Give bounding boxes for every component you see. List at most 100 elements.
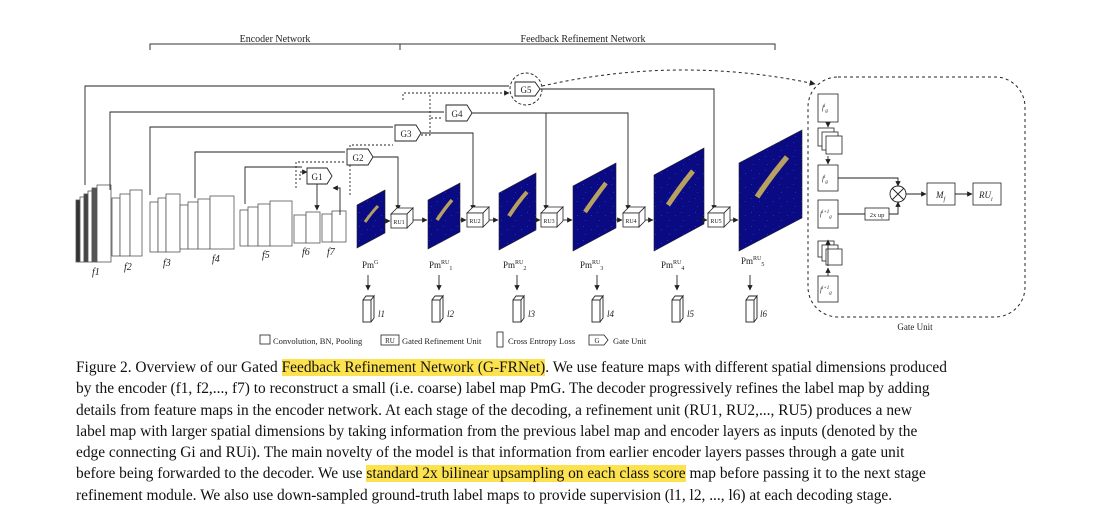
loss-l3 xyxy=(512,275,525,323)
pm-label-ru4: PmRU4 xyxy=(661,260,684,272)
encoder-network-title: Encoder Network xyxy=(240,34,311,45)
prediction-map-ru2 xyxy=(498,172,537,251)
rui-label: RUi xyxy=(978,190,993,203)
caption-text: Figure 2. Overview of our Gated xyxy=(76,359,282,376)
figure-legend: Convolution, BN, Pooling RU Gated Refine… xyxy=(259,331,647,348)
mf-box xyxy=(926,182,956,206)
rui-box xyxy=(972,182,1002,206)
upsample-label: 2x up xyxy=(870,212,885,219)
gate-g3: G3 xyxy=(394,124,476,211)
encoder-feature-labels: f1 f2 f3 f4 f5 f6 f7 xyxy=(92,247,336,278)
figure-caption: Figure 2. Overview of our Gated Feedback… xyxy=(76,357,1026,506)
loss-label-l6: l6 xyxy=(760,309,768,319)
legend-ru-box: RU xyxy=(385,337,395,345)
feature-label-f2: f2 xyxy=(124,262,132,273)
element-wise-product-icon xyxy=(889,185,907,203)
legend-ru: Gated Refinement Unit xyxy=(402,336,482,346)
loss-l2 xyxy=(431,275,444,323)
pm-label-ru3: PmRU3 xyxy=(580,260,603,272)
gate-fg-label-mid: fig xyxy=(822,175,828,185)
refinement-unit-ru3: RU3 xyxy=(540,206,564,228)
prediction-map-ru4 xyxy=(653,147,705,252)
gate-g1: G1 xyxy=(306,167,333,211)
caption-line-7: refinement module. We also use down-samp… xyxy=(76,486,893,504)
loss-labels: l1 l2 l3 l4 l5 l6 xyxy=(378,309,768,319)
pm-label-ru5: PmRU5 xyxy=(741,256,764,268)
caption-highlight-upsampling: standard 2x bilinear upsampling on each … xyxy=(366,465,686,483)
encoder-block-f5 xyxy=(239,200,293,247)
loss-l6 xyxy=(745,275,758,323)
gate-nodes: G1 G2 G3 G4 G5 xyxy=(306,69,816,211)
pm-label-g: PmG xyxy=(362,260,379,270)
prediction-map-pmg xyxy=(356,189,386,249)
caption-line-3: details from feature maps in the encoder… xyxy=(76,401,912,419)
caption-text: map before passing it to the next stage xyxy=(685,465,926,483)
prediction-map-ru1 xyxy=(427,182,461,250)
ru-label-4: RU4 xyxy=(625,219,636,225)
gate-unit-panel: Gate Unit fig fig fi+1g fi+1g xyxy=(807,76,1026,332)
refinement-title-group: Feedback Refinement Network xyxy=(399,34,776,50)
encoder-title-group: Encoder Network xyxy=(149,34,401,50)
loss-label-l5: l5 xyxy=(687,309,695,319)
loss-label-l2: l2 xyxy=(447,309,455,319)
pm-label-ru1: PmRU1 xyxy=(429,260,452,272)
ru-label-5: RU5 xyxy=(710,219,721,225)
legend-conv: Convolution, BN, Pooling xyxy=(273,336,363,346)
ru-label-1: RU1 xyxy=(393,220,404,226)
gate-label-g2: G2 xyxy=(353,153,364,163)
caption-line-6: before being forwarded to the decoder. W… xyxy=(76,463,1026,484)
caption-text: . We use feature maps with different spa… xyxy=(545,359,947,376)
feature-label-f6: f6 xyxy=(302,247,310,258)
gate-label-g1: G1 xyxy=(312,172,323,182)
encoder-block-f7 xyxy=(321,210,347,243)
caption-line-1: Figure 2. Overview of our Gated Feedback… xyxy=(76,357,1026,378)
gate-g5: G5 xyxy=(509,69,816,211)
encoder-block-f6 xyxy=(293,211,321,244)
feature-label-f3: f3 xyxy=(163,258,171,269)
refinement-unit-ru2: RU2 xyxy=(466,206,490,228)
encoder-block-f4 xyxy=(179,195,235,250)
gate-g2: G2 xyxy=(346,148,401,211)
refinement-unit-ru5: RU5 xyxy=(707,206,731,228)
legend-gate: Gate Unit xyxy=(613,336,647,346)
encoder-stack xyxy=(75,184,347,263)
ru-label-2: RU2 xyxy=(469,219,480,225)
caption-line-5: edge connecting Gi and RUi). The main no… xyxy=(76,444,905,462)
upsample-box xyxy=(864,207,890,221)
ru-label-3: RU3 xyxy=(543,219,554,225)
gate-label-g3: G3 xyxy=(401,129,412,139)
prediction-labels: PmG PmRU1 PmRU2 PmRU3 PmRU4 PmRU5 xyxy=(362,256,764,272)
pm-label-ru2: PmRU2 xyxy=(503,260,526,272)
gate-input-fg-top xyxy=(817,93,839,123)
loss-label-l4: l4 xyxy=(607,309,615,319)
encoder-block-f1 xyxy=(75,184,112,263)
prediction-maps xyxy=(356,129,803,252)
gate-label-g5: G5 xyxy=(521,85,532,95)
refinement-unit-ru4: RU4 xyxy=(622,206,646,228)
loss-l1 xyxy=(362,275,375,323)
caption-text: before being forwarded to the decoder. W… xyxy=(76,465,367,483)
encoder-block-f3 xyxy=(149,193,181,253)
gate-fg-label-top: fig xyxy=(822,104,828,114)
feedback-refinement-title: Feedback Refinement Network xyxy=(521,34,646,45)
feature-label-f4: f4 xyxy=(212,254,220,265)
feature-label-f7: f7 xyxy=(327,247,336,258)
mf-label: Mf xyxy=(935,190,947,203)
gate-label-g4: G4 xyxy=(452,109,463,119)
architecture-figure: Encoder Network Feedback Refinement Netw… xyxy=(75,34,1026,348)
caption-line-4: label map with larger spatial dimensions… xyxy=(76,422,918,440)
prediction-map-ru5 xyxy=(738,129,803,252)
loss-label-l3: l3 xyxy=(528,309,536,319)
encoder-block-f2 xyxy=(111,189,143,257)
skip-connections xyxy=(84,85,510,215)
loss-column xyxy=(362,275,758,323)
gate-input-fg-mid xyxy=(817,164,839,192)
legend-loss: Cross Entropy Loss xyxy=(508,336,575,346)
feature-label-f1: f1 xyxy=(92,267,100,278)
legend-g-box: G xyxy=(594,337,599,345)
loss-l4 xyxy=(591,275,604,323)
loss-l5 xyxy=(671,275,684,323)
refinement-units: RU1 RU2 RU3 RU4 RU5 xyxy=(390,206,731,229)
feature-label-f5: f5 xyxy=(262,250,270,261)
loss-label-l1: l1 xyxy=(378,309,385,319)
